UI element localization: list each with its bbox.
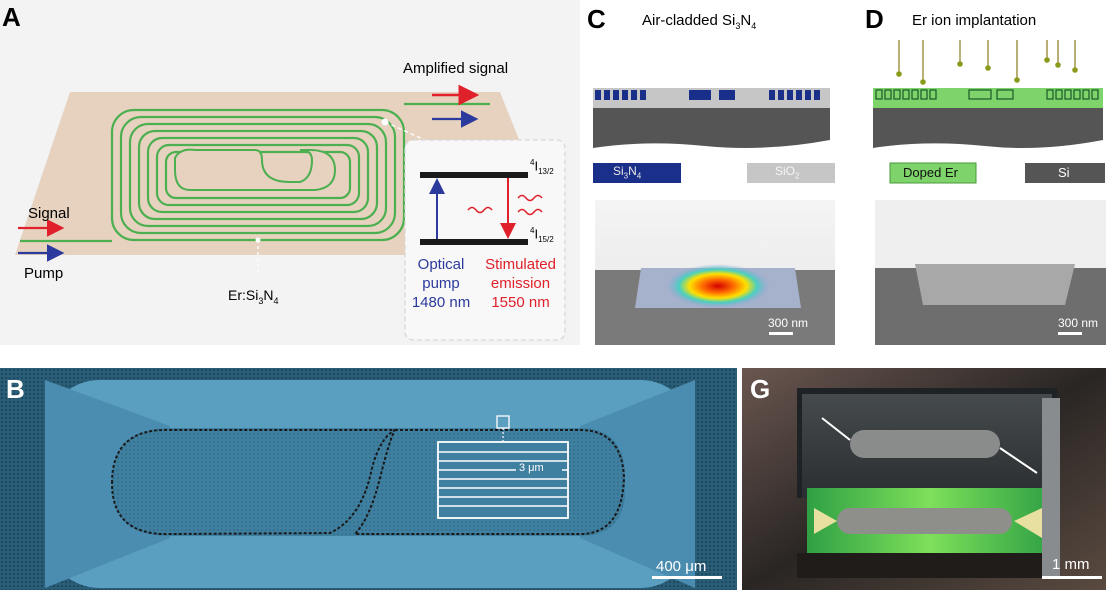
- optical-pump-label: Optical pump 1480 nm: [411, 256, 471, 311]
- panel-c-figure: [593, 88, 835, 345]
- panel-a-label: A: [2, 2, 21, 32]
- panel-b: B 3 μm 400 μm: [0, 368, 737, 590]
- panel-b-scale-bar-label: 400 μm: [656, 558, 707, 575]
- material-label: Er:Si3N4: [228, 287, 279, 306]
- panel-a: A Amplified signal Signal Pump Er:Si3N4 …: [0, 0, 580, 345]
- panel-d-label: D: [865, 4, 884, 34]
- panel-c-label: C: [587, 4, 606, 34]
- legend-sio2-label: SiO2: [775, 164, 800, 181]
- panel-c-title: Air-cladded Si3N4: [642, 12, 757, 31]
- panel-b-figure: [0, 368, 737, 590]
- panel-a-figure: [15, 84, 566, 341]
- pump-label: Pump: [24, 265, 64, 282]
- panel-g-scale-bar-label: 1 mm: [1052, 556, 1090, 573]
- legend-doped-er-label: Doped Er: [903, 165, 958, 180]
- panel-c-scale-bar-label: 300 nm: [768, 316, 809, 330]
- panel-d-figure: [873, 40, 1106, 345]
- legend-sin-label: Si3N4: [613, 164, 642, 181]
- panel-d-title: Er ion implantation: [912, 12, 1037, 29]
- panel-g-label: G: [750, 374, 771, 404]
- panel-d-scale-bar-label: 300 nm: [1058, 316, 1099, 330]
- panel-g: G 1 mm: [742, 368, 1106, 590]
- panel-d: D Er ion implantation Doped Er Si 300 nm: [865, 0, 1106, 345]
- spacing-label: 3 μm: [519, 462, 544, 474]
- legend-si-label: Si: [1058, 165, 1070, 180]
- stimulated-emission-label: Stimulated emission 1550 nm: [485, 256, 556, 311]
- amplified-signal-label: Amplified signal: [403, 60, 509, 77]
- lower-level-label: 4I15/2: [530, 226, 554, 244]
- upper-level-label: 4I13/2: [530, 158, 554, 176]
- signal-label: Signal: [28, 205, 70, 222]
- panel-g-figure: [742, 368, 1106, 590]
- panel-c: C Air-cladded Si3N4 Si3N4 SiO2 300 nm: [585, 0, 840, 345]
- panel-b-label: B: [6, 374, 25, 404]
